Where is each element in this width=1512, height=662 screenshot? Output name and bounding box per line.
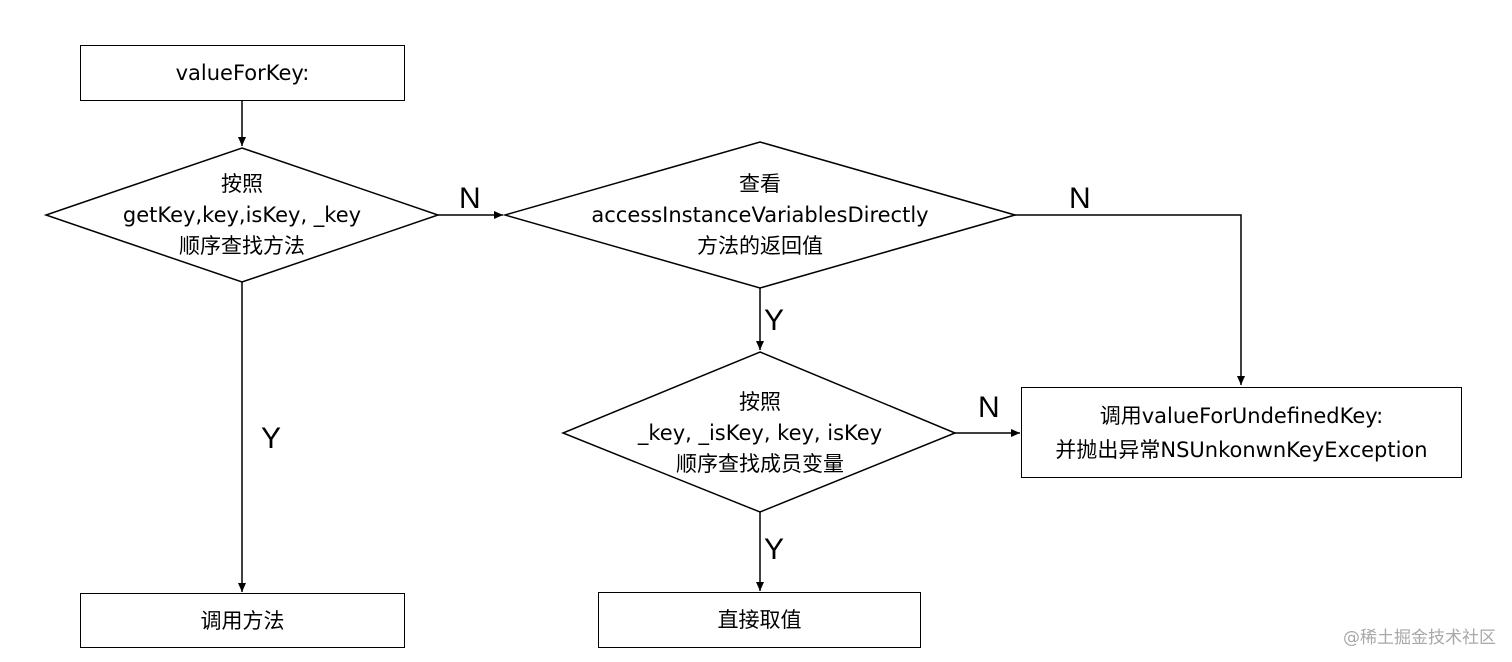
call-method-label: 调用方法 [200, 608, 285, 633]
watermark: @稀土掘金技术社区 [1343, 628, 1496, 648]
decision-method-line-2: getKey,key,isKey, _key [122, 202, 362, 227]
undefined-key-line-2: 并抛出异常NSUnkonwnKeyException [1055, 437, 1428, 462]
decision-access-line-3: 方法的返回值 [697, 233, 823, 258]
method-yes-label: Y [261, 422, 282, 455]
decision-access-line-2: accessInstanceVariablesDirectly [591, 202, 929, 227]
edge-access-no [1015, 214, 1245, 385]
decision-access-text: 查看 accessInstanceVariablesDirectly 方法的返回… [560, 165, 960, 265]
ivar-yes-label: Y [764, 533, 785, 566]
call-method-box: 调用方法 [80, 593, 405, 648]
access-yes-label: Y [764, 304, 785, 337]
get-value-box: 直接取值 [598, 592, 921, 648]
access-no-label: N [1069, 182, 1091, 215]
start-label: valueForKey: [175, 61, 310, 85]
decision-access-line-1: 查看 [739, 171, 781, 196]
decision-method-text: 按照 getKey,key,isKey, _key 顺序查找方法 [92, 165, 392, 265]
decision-ivar-line-2: _key, _isKey, key, isKey [637, 420, 883, 445]
start-box: valueForKey: [80, 45, 405, 101]
ivar-no-label: N [978, 391, 1000, 424]
decision-ivar-line-1: 按照 [739, 389, 781, 414]
undefined-key-box: 调用valueForUndefinedKey: 并抛出异常NSUnkonwnKe… [1021, 387, 1462, 478]
decision-method-line-1: 按照 [221, 171, 263, 196]
get-value-label: 直接取值 [717, 608, 802, 632]
decision-ivar-text: 按照 _key, _isKey, key, isKey 顺序查找成员变量 [610, 383, 910, 483]
decision-method-line-3: 顺序查找方法 [179, 233, 305, 258]
decision-ivar-line-3: 顺序查找成员变量 [676, 451, 844, 476]
undefined-key-line-1: 调用valueForUndefinedKey: [1099, 403, 1384, 428]
method-no-label: N [459, 182, 481, 215]
